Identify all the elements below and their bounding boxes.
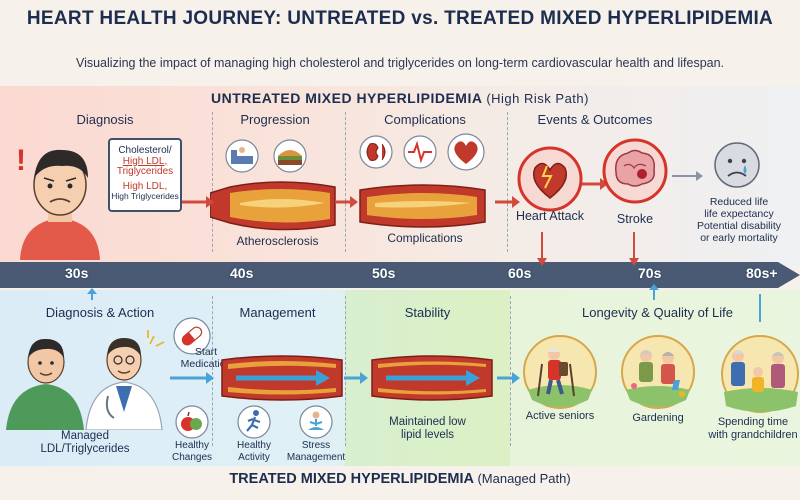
timeline-30s: 30s <box>65 265 89 281</box>
divider <box>345 112 346 252</box>
gardener-icon <box>621 335 695 409</box>
sad-face-icon <box>714 142 760 188</box>
divider <box>212 296 213 446</box>
managed-label: Managed LDL/Triglycerides <box>40 430 130 456</box>
stage-progression: Progression <box>240 112 310 127</box>
untreated-heading-sub: (High Risk Path) <box>486 91 589 106</box>
stage-diagnosis: Diagnosis <box>76 112 134 127</box>
stage-diagnosis-action: Diagnosis & Action <box>45 305 155 320</box>
timeline-80s: 80s+ <box>746 265 778 281</box>
gardening-label: Gardening <box>632 412 684 424</box>
hiker-icon <box>523 335 597 409</box>
timeline-50s: 50s <box>372 265 396 281</box>
artery-atherosclerosis <box>210 181 336 231</box>
stage-longevity: Longevity & Quality of Life <box>581 305 734 320</box>
active-seniors-label: Active seniors <box>525 410 595 422</box>
timeline-connectors <box>87 232 761 322</box>
heart-icon <box>454 141 478 164</box>
page-subtitle: Visualizing the impact of managing high … <box>75 56 725 70</box>
heart-attack-icon <box>517 146 583 212</box>
diagnosis-card <box>108 138 182 212</box>
divider <box>507 112 508 252</box>
stage-stability: Stability <box>404 305 451 320</box>
timeline-70s: 70s <box>638 265 662 281</box>
treated-heading: TREATED MIXED HYPERLIPIDEMIA (Managed Pa… <box>0 471 800 487</box>
family-icon <box>721 335 799 413</box>
artery1-label: Atherosclerosis <box>236 234 319 248</box>
treated-heading-sub: (Managed Path) <box>477 471 571 486</box>
pill-icon <box>173 317 211 355</box>
stroke-label: Stroke <box>616 212 654 226</box>
kidney-icon <box>366 143 386 161</box>
artery2-label: Complications <box>387 231 463 245</box>
heartbeat-icon <box>408 140 432 164</box>
timeline-60s: 60s <box>508 265 532 281</box>
timeline-40s: 40s <box>230 265 254 281</box>
stage-complications: Complications <box>384 112 466 127</box>
complications-icons <box>359 133 485 171</box>
untreated-heading-title: UNTREATED MIXED HYPERLIPIDEMIA <box>211 90 482 106</box>
untreated-arrows <box>182 171 703 208</box>
doctor-icon <box>85 338 163 430</box>
start-medication-label: Start Medication <box>180 346 232 371</box>
page-title: HEART HEALTH JOURNEY: UNTREATED vs. TREA… <box>26 8 774 29</box>
couch-icon <box>231 147 253 164</box>
outcome-text: Reduced life life expectancy Potential d… <box>696 196 782 245</box>
healthy-activity-label: Healthy Activity <box>237 440 271 463</box>
healthy-changes-label: Healthy Changes <box>171 440 213 463</box>
heart-attack-label: Heart Attack <box>515 209 585 223</box>
progression-icons <box>225 139 307 173</box>
stage-management: Management <box>239 305 316 320</box>
brain-icon <box>602 138 668 204</box>
treated-heading-title: TREATED MIXED HYPERLIPIDEMIA <box>229 471 474 487</box>
divider <box>510 296 511 446</box>
stress-management-label: Stress Management <box>286 440 346 463</box>
age-timeline <box>0 262 800 288</box>
doctor-patient-scene <box>6 330 165 430</box>
patient-icon <box>6 338 84 430</box>
diagnosis-card-text: Cholesterol/ High LDL, Triglycerides Hig… <box>111 145 179 201</box>
worried-man-icon: ! <box>16 144 100 260</box>
treated-arrows <box>170 372 520 384</box>
exclamation-icon: ! <box>16 144 26 177</box>
divider <box>212 112 213 252</box>
untreated-heading: UNTREATED MIXED HYPERLIPIDEMIA (High Ris… <box>0 90 800 106</box>
divider <box>345 296 346 446</box>
artery-complications <box>359 184 486 228</box>
stage-events-outcomes: Events & Outcomes <box>537 112 653 127</box>
grandchildren-label: Spending time with grandchildren <box>708 416 798 441</box>
artery-healthy-1 <box>221 355 343 401</box>
stability-text: Maintained low lipid levels <box>389 416 466 442</box>
artery-healthy-2 <box>371 355 493 401</box>
apple-icon <box>175 405 209 439</box>
runner-icon <box>237 405 271 439</box>
fast-food-icon <box>278 150 302 165</box>
meditation-icon <box>299 405 333 439</box>
